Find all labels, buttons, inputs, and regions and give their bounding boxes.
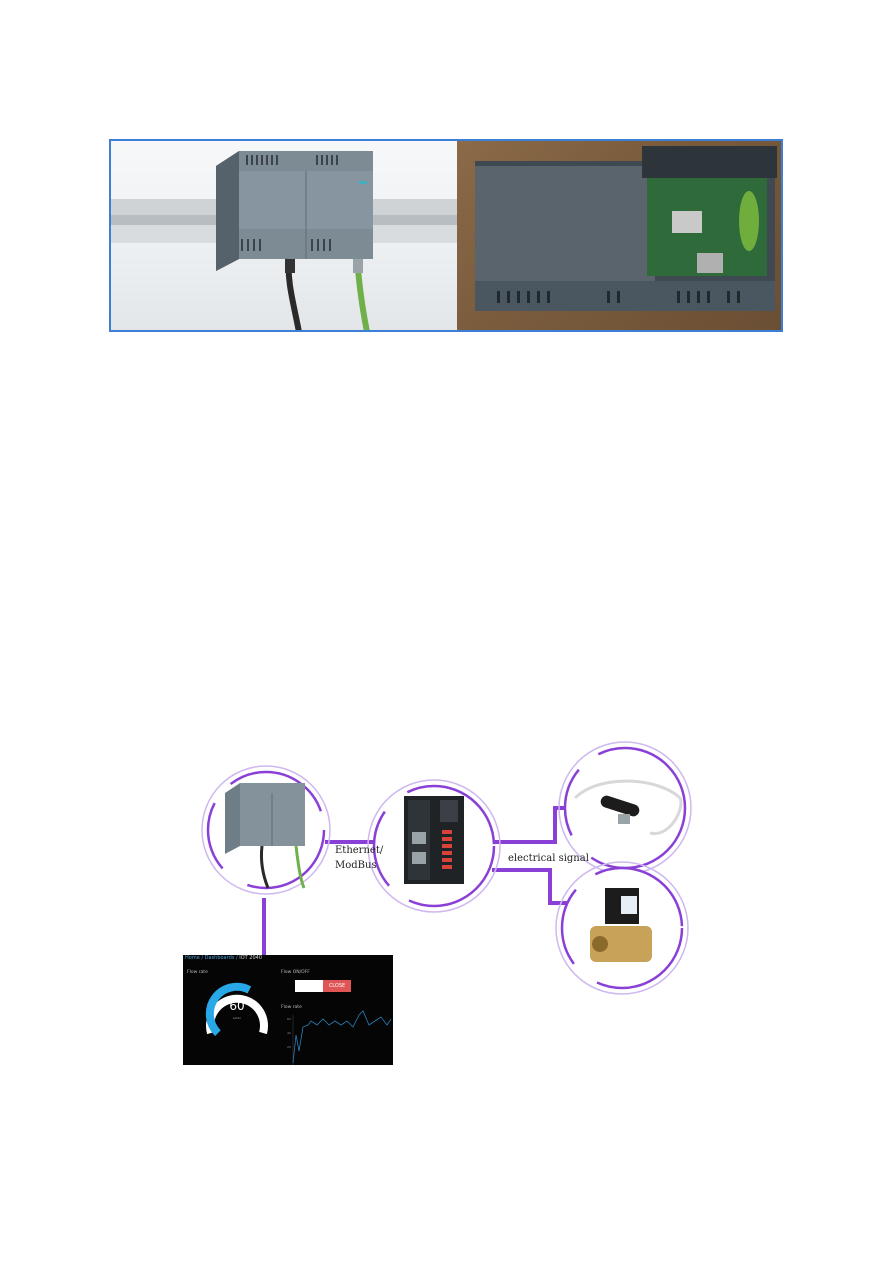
gateway-open-case-photo	[457, 141, 781, 330]
gauge-title: Flow rate	[187, 970, 208, 975]
flow-rate-line	[292, 1010, 392, 1064]
electrical-signal-label: electrical signal	[508, 853, 589, 864]
iot-dashboard-screenshot: Home / Dashboards / IOT 2040 Flow rate F…	[183, 955, 393, 1065]
toggle-close-side[interactable]: CLOSE	[323, 980, 351, 992]
dashboard-graphics	[205, 982, 392, 1065]
breadcrumb-current: IOT 2040	[239, 955, 263, 961]
gauge-fill	[205, 982, 252, 1036]
diagram-graphics	[201, 741, 692, 995]
breadcrumb-parent[interactable]: Home / Dashboards	[185, 955, 235, 961]
system-connection-diagram: Ethernet/ ModBus electrical signal	[180, 738, 720, 1068]
flow-toggle-switch[interactable]: CLOSE	[295, 980, 351, 992]
gateway-node	[201, 765, 331, 895]
y-tick-mid: 40	[287, 1031, 291, 1035]
gauge-unit: L/min	[232, 1016, 242, 1020]
plc-node	[367, 779, 501, 913]
solenoid-valve-node	[555, 861, 689, 995]
gateway-on-din-rail-photo	[111, 141, 457, 330]
chart-title: Flow rate	[281, 1005, 302, 1010]
switch-title: Flow ON/OFF	[281, 970, 310, 975]
ethernet-label: Ethernet/	[335, 845, 384, 856]
breadcrumb-separator: /	[235, 955, 240, 961]
device-photo-pair	[109, 139, 783, 332]
y-tick-top: 60	[287, 1017, 291, 1021]
modbus-label: ModBus	[335, 860, 377, 871]
toggle-off-side[interactable]	[295, 980, 323, 992]
breadcrumb: Home / Dashboards / IOT 2040	[185, 955, 262, 961]
gauge-value: 60	[229, 999, 245, 1013]
y-tick-bottom: 20	[287, 1045, 291, 1049]
